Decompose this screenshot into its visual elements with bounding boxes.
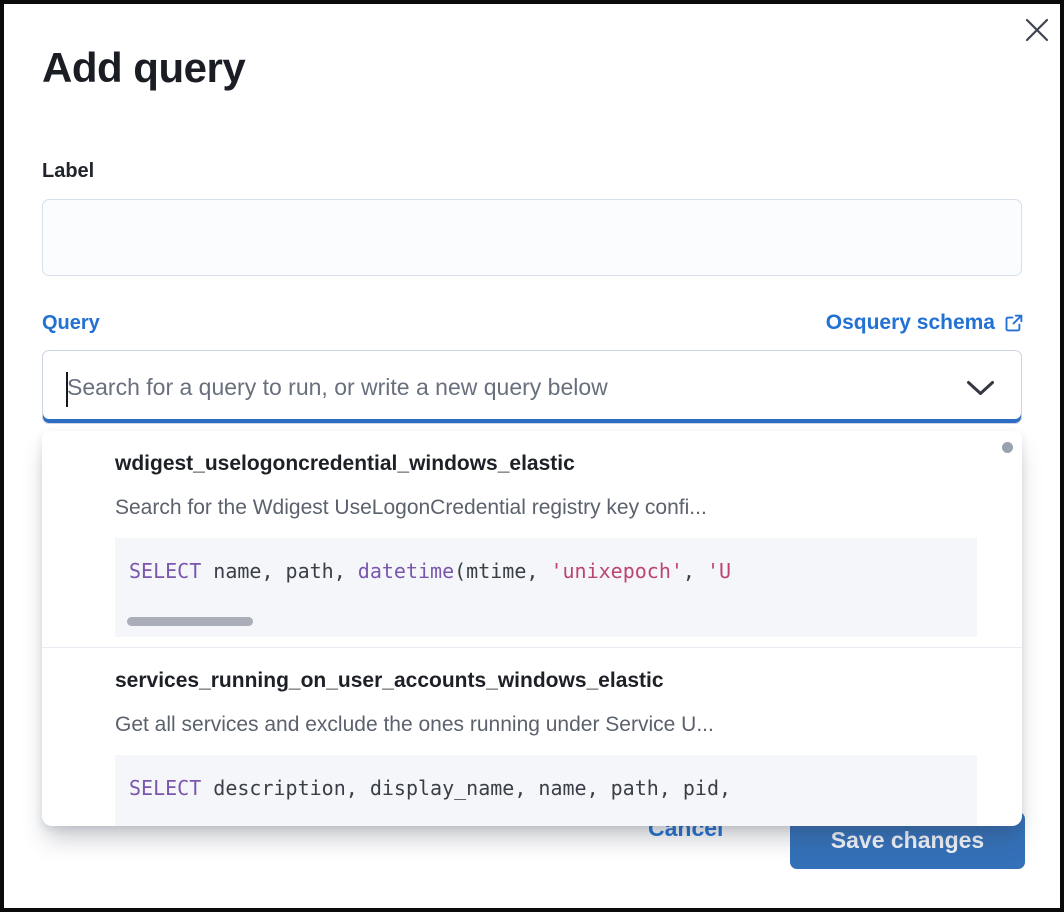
label-input[interactable] [42, 199, 1022, 276]
query-option-description: Get all services and exclude the ones ru… [115, 713, 714, 736]
label-field-label: Label [42, 160, 95, 182]
query-option-title: services_running_on_user_accounts_window… [115, 669, 664, 692]
query-search-input[interactable] [67, 361, 947, 413]
query-combobox[interactable] [42, 350, 1022, 424]
external-link-icon [1005, 314, 1023, 332]
chevron-down-icon[interactable] [966, 380, 995, 397]
osquery-schema-link-label: Osquery schema [825, 311, 995, 334]
code-horizontal-scrollbar-thumb[interactable] [127, 617, 253, 626]
osquery-schema-link[interactable]: Osquery schema [826, 311, 1024, 335]
sql-code: SELECT name, path, datetime(mtime, 'unix… [129, 559, 732, 583]
sql-code: SELECT description, display_name, name, … [129, 776, 732, 800]
query-option-description: Search for the Wdigest UseLogonCredentia… [115, 496, 707, 519]
query-suggestions-dropdown: wdigest_uselogoncredential_windows_elast… [42, 431, 1022, 826]
query-option[interactable]: services_running_on_user_accounts_window… [42, 647, 1022, 826]
query-option[interactable]: wdigest_uselogoncredential_windows_elast… [42, 431, 1022, 647]
query-field-label: Query [42, 312, 100, 334]
page-title: Add query [42, 44, 246, 91]
close-button[interactable] [1022, 16, 1052, 46]
query-option-code-block: SELECT name, path, datetime(mtime, 'unix… [115, 538, 977, 637]
text-cursor [66, 372, 68, 407]
close-icon [1025, 18, 1049, 42]
query-option-title: wdigest_uselogoncredential_windows_elast… [115, 452, 575, 475]
dropdown-scrollbar-thumb[interactable] [1002, 442, 1013, 453]
query-option-code-block: SELECT description, display_name, name, … [115, 755, 977, 826]
